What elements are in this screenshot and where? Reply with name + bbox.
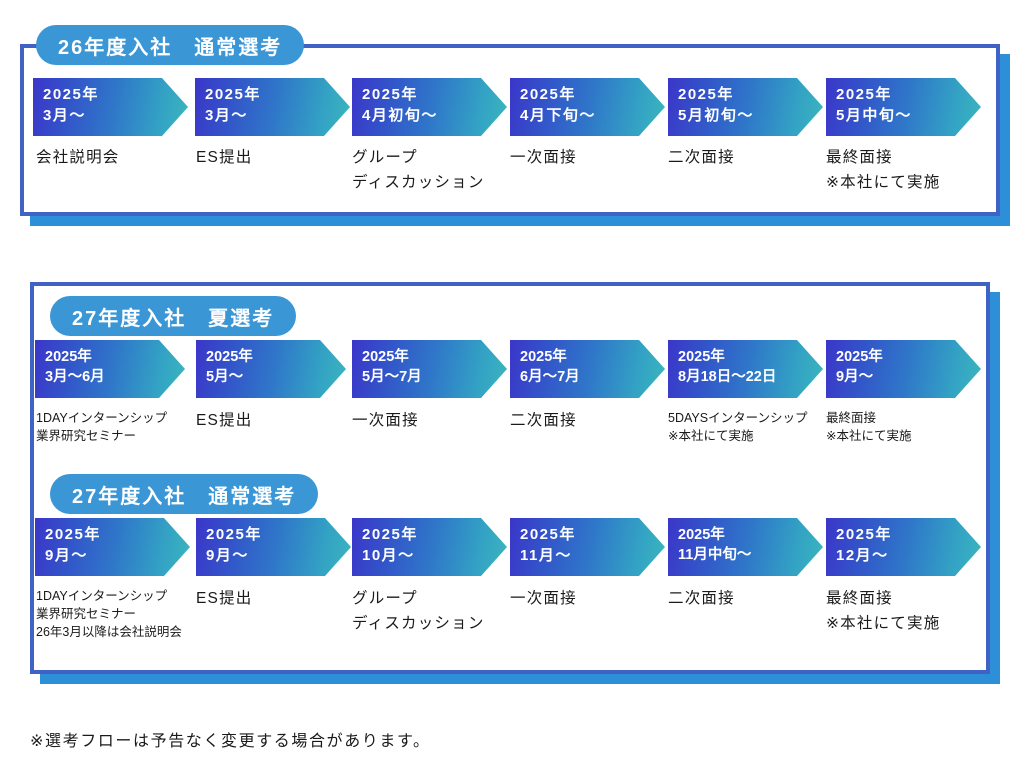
step-period-arrow: 2025年 10月～: [352, 518, 507, 576]
step-period-arrow: 2025年 12月～: [826, 518, 981, 576]
step-period-arrow: 2025年 5月～: [196, 340, 346, 398]
section-title-fy26-normal: 26年度入社 通常選考: [36, 25, 305, 65]
step-period-arrow: 2025年 4月初旬～: [352, 78, 507, 136]
step-label: ES提出: [196, 412, 253, 429]
step-label: 1DAYインターンシップ 業界研究セミナー 26年3月以降は会社説明会: [36, 589, 182, 640]
step-label: 会社説明会: [36, 149, 120, 166]
step-period-arrow: 2025年 9月～: [826, 340, 981, 398]
step-period-arrow: 2025年 4月下旬～: [510, 78, 665, 136]
step-period-arrow: 2025年 11月中旬～: [668, 518, 823, 576]
step-period-arrow: 2025年 5月中旬～: [826, 78, 981, 136]
step-label: 二次面接: [510, 412, 577, 429]
step-label: グループ ディスカッション: [352, 149, 485, 192]
step-period-arrow: 2025年 5月～7月: [352, 340, 507, 398]
step-label: グループ ディスカッション: [352, 590, 485, 633]
step-label: 一次面接: [510, 149, 577, 166]
step-period-arrow: 2025年 9月～: [196, 518, 351, 576]
step-label: 一次面接: [352, 412, 419, 429]
step-period-arrow: 2025年 3月～: [195, 78, 350, 136]
step-label: 1DAYインターンシップ 業界研究セミナー: [36, 411, 168, 444]
step-label: 二次面接: [668, 590, 735, 607]
step-label: 最終面接 ※本社にて実施: [826, 411, 912, 444]
step-label: 5DAYSインターンシップ ※本社にて実施: [668, 411, 808, 444]
step-period-arrow: 2025年 3月～: [33, 78, 188, 136]
footnote-text: ※選考フローは予告なく変更する場合があります。: [30, 733, 431, 750]
section-title-fy27-normal: 27年度入社 通常選考: [50, 474, 319, 514]
step-label: 一次面接: [510, 590, 577, 607]
step-period-arrow: 2025年 3月～6月: [35, 340, 185, 398]
step-label: 二次面接: [668, 149, 735, 166]
step-period-arrow: 2025年 11月～: [510, 518, 665, 576]
step-period-arrow: 2025年 8月18日～22日: [668, 340, 823, 398]
step-period-arrow: 2025年 9月～: [35, 518, 190, 576]
step-label: 最終面接 ※本社にて実施: [826, 149, 941, 192]
step-label: 最終面接 ※本社にて実施: [826, 590, 941, 633]
section-title-fy27-summer: 27年度入社 夏選考: [50, 296, 297, 336]
step-label: ES提出: [196, 590, 253, 607]
step-label: ES提出: [196, 149, 253, 166]
step-period-arrow: 2025年 5月初旬～: [668, 78, 823, 136]
step-period-arrow: 2025年 6月～7月: [510, 340, 665, 398]
pill-connector-line: [320, 44, 980, 47]
